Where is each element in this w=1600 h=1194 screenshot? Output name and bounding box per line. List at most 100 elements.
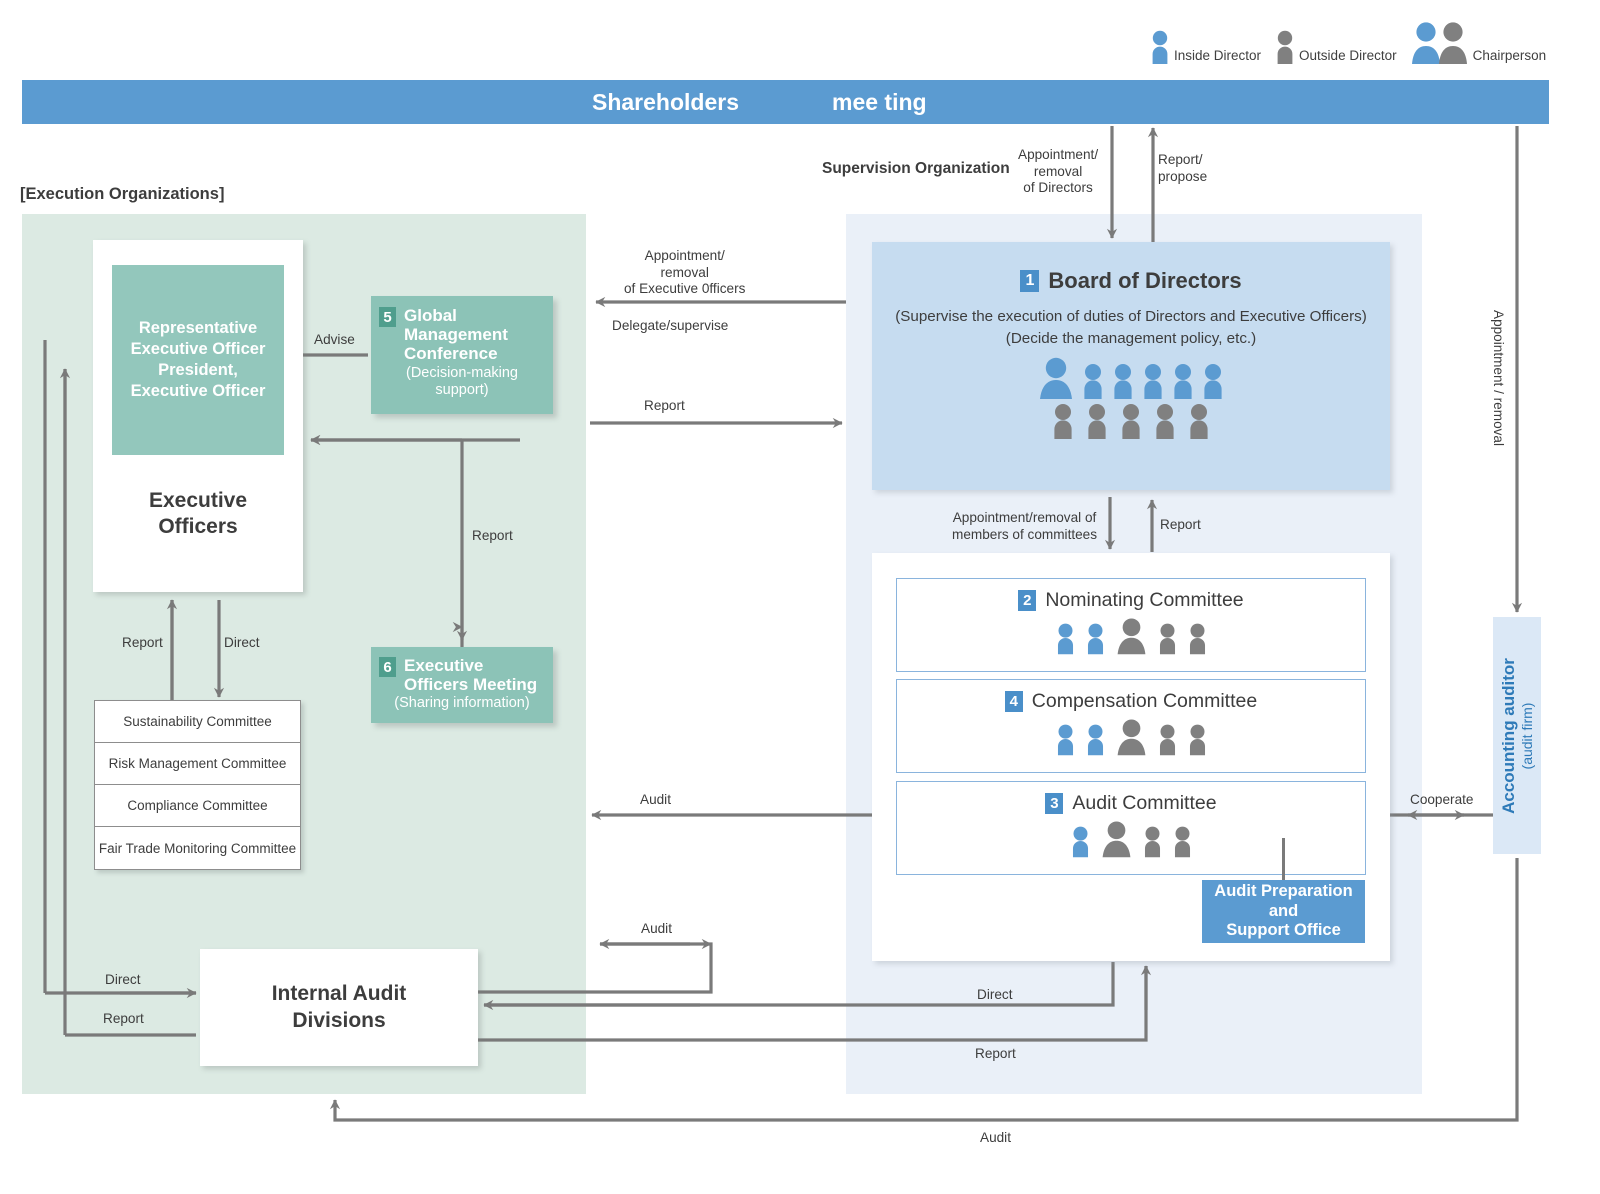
audit-committee-members: [897, 820, 1365, 858]
supervision-organization-label: Supervision Organization: [822, 160, 1010, 177]
label-advise: Advise: [314, 332, 355, 347]
global-management-conference-box: 5 Global Management Conference (Decision…: [371, 296, 553, 414]
list-item: Risk Management Committee: [95, 743, 300, 785]
outside-director-icon: [1159, 623, 1175, 655]
label-audit-accounting-auditor: Audit: [980, 1130, 1011, 1145]
inside-director-icon: [1152, 30, 1168, 64]
board-of-directors-box: 1 Board of Directors (Supervise the exec…: [872, 242, 1390, 490]
inside-director-icon: [1114, 364, 1132, 400]
outside-director-icon: [1122, 404, 1140, 440]
compensation-committee-number: 4: [1004, 691, 1023, 712]
compensation-committee-members: [897, 718, 1365, 756]
label-appointment-removal-directors: Appointment/ removal of Directors: [1018, 147, 1099, 196]
label-direct-audit-committee: Direct: [977, 987, 1013, 1002]
internal-audit-divisions-box: Internal Audit Divisions: [200, 949, 478, 1066]
legend-label-outside-director: Outside Director: [1299, 48, 1397, 63]
board-desc2: (Decide the management policy, etc.): [1005, 329, 1257, 347]
nominating-committee-title: Nominating Committee: [1045, 589, 1244, 611]
label-delegate-supervise: Delegate/supervise: [612, 318, 729, 333]
nominating-committee-members: [897, 617, 1365, 655]
board-number: 1: [1020, 270, 1040, 292]
label-direct-internal-audit: Direct: [105, 972, 141, 987]
eom-subtitle: (Sharing information): [394, 695, 530, 712]
legend-item-chairperson: Chairperson: [1411, 22, 1561, 64]
outside-director-icon: [1190, 404, 1208, 440]
label-appointment-removal-executive-officers: Appointment/ removal of Executive 0ffice…: [624, 248, 746, 297]
label-report-eom: Report: [472, 528, 513, 543]
label-report-internal-audit: Report: [103, 1011, 144, 1026]
board-outside-directors: [872, 403, 1390, 440]
label-report-to-audit-committee: Report: [975, 1046, 1016, 1061]
label-direct-committees: Direct: [224, 635, 260, 650]
shareholders-title-part1: Shareholders: [592, 88, 739, 115]
chairperson-icon: [1117, 618, 1145, 655]
accounting-auditor-box: Accounting auditor (audit firm): [1493, 617, 1541, 854]
inside-director-icon: [1057, 724, 1073, 756]
accounting-auditor-label: Accounting auditor (audit firm): [1499, 657, 1535, 814]
audit-preparation-support-office-box: Audit Preparation and Support Office: [1202, 880, 1365, 943]
nominating-committee-box: 2 Nominating Committee: [896, 578, 1366, 672]
chairperson-icon: [1040, 357, 1072, 400]
eom-title: Executive Officers Meeting: [404, 656, 538, 695]
execution-organizations-label: [Execution Organizations]: [20, 185, 225, 203]
outside-director-icon: [1174, 826, 1190, 858]
inside-director-icon: [1072, 826, 1088, 858]
inside-director-icon: [1057, 623, 1073, 655]
audit-committee-box: 3 Audit Committee: [896, 781, 1366, 875]
inside-director-icon: [1174, 364, 1192, 400]
label-report-exec-to-board: Report: [644, 398, 685, 413]
nominating-committee-number: 2: [1018, 590, 1037, 611]
compensation-committee-title: Compensation Committee: [1031, 690, 1258, 712]
chairperson-icon: [1117, 719, 1145, 756]
committees-container: 2 Nominating Committee 4 Compensation: [872, 553, 1390, 961]
chairperson-icon: [1411, 22, 1467, 64]
list-item: Sustainability Committee: [95, 701, 300, 743]
shareholders-title-part2: mee ting: [832, 88, 927, 115]
compensation-committee-box: 4 Compensation Committee: [896, 679, 1366, 773]
inside-director-icon: [1087, 724, 1103, 756]
legend: Inside Director Outside Director Chairpe…: [1150, 22, 1560, 64]
audit-committee-title: Audit Committee: [1072, 792, 1217, 814]
list-item: Compliance Committee: [95, 785, 300, 827]
chairperson-icon: [1102, 821, 1130, 858]
legend-label-chairperson: Chairperson: [1472, 48, 1547, 63]
outside-director-icon: [1189, 623, 1205, 655]
list-item: Fair Trade Monitoring Committee: [98, 840, 297, 856]
label-report-propose: Report/ propose: [1158, 152, 1208, 184]
executive-officers-meeting-box: 6 Executive Officers Meeting (Sharing in…: [371, 647, 553, 723]
label-cooperate: Cooperate: [1410, 792, 1474, 807]
board-inside-directors: [872, 357, 1390, 400]
outside-director-icon: [1088, 404, 1106, 440]
gmc-number: 5: [379, 307, 396, 327]
outside-director-icon: [1156, 404, 1174, 440]
legend-item-inside-director: Inside Director: [1150, 30, 1275, 64]
outside-director-icon: [1159, 724, 1175, 756]
inside-director-icon: [1144, 364, 1162, 400]
board-desc1: (Supervise the execution of duties of Di…: [895, 308, 1367, 325]
audit-support-connector: [1282, 838, 1285, 882]
label-report-committees: Report: [122, 635, 163, 650]
inside-director-icon: [1084, 364, 1102, 400]
shareholders-meeting-bar: Shareholders mee ting: [22, 80, 1549, 124]
label-audit-committee-to-exec: Audit: [640, 792, 671, 807]
inside-director-icon: [1087, 623, 1103, 655]
outside-director-icon: [1054, 404, 1072, 440]
audit-committee-number: 3: [1045, 793, 1064, 814]
gmc-title: Global Management Conference: [404, 306, 508, 364]
executive-officers-box: Executive Officers: [112, 455, 284, 573]
legend-label-inside-director: Inside Director: [1174, 48, 1262, 63]
label-report-committees-to-board: Report: [1160, 517, 1201, 532]
representative-executive-officer-box: Representative Executive Officer Preside…: [112, 265, 284, 455]
board-title: Board of Directors: [1048, 268, 1242, 293]
eom-number: 6: [379, 657, 396, 677]
outside-director-icon: [1277, 30, 1293, 64]
label-appointment-removal-members: Appointment/removal of members of commit…: [952, 510, 1098, 542]
legend-item-outside-director: Outside Director: [1275, 30, 1411, 64]
label-appointment-removal-vertical: Appointment / removal: [1491, 310, 1506, 447]
label-audit-internal: Audit: [641, 921, 672, 936]
inside-director-icon: [1204, 364, 1222, 400]
outside-director-icon: [1144, 826, 1160, 858]
execution-committee-list: Sustainability Committee Risk Management…: [94, 700, 301, 870]
outside-director-icon: [1189, 724, 1205, 756]
